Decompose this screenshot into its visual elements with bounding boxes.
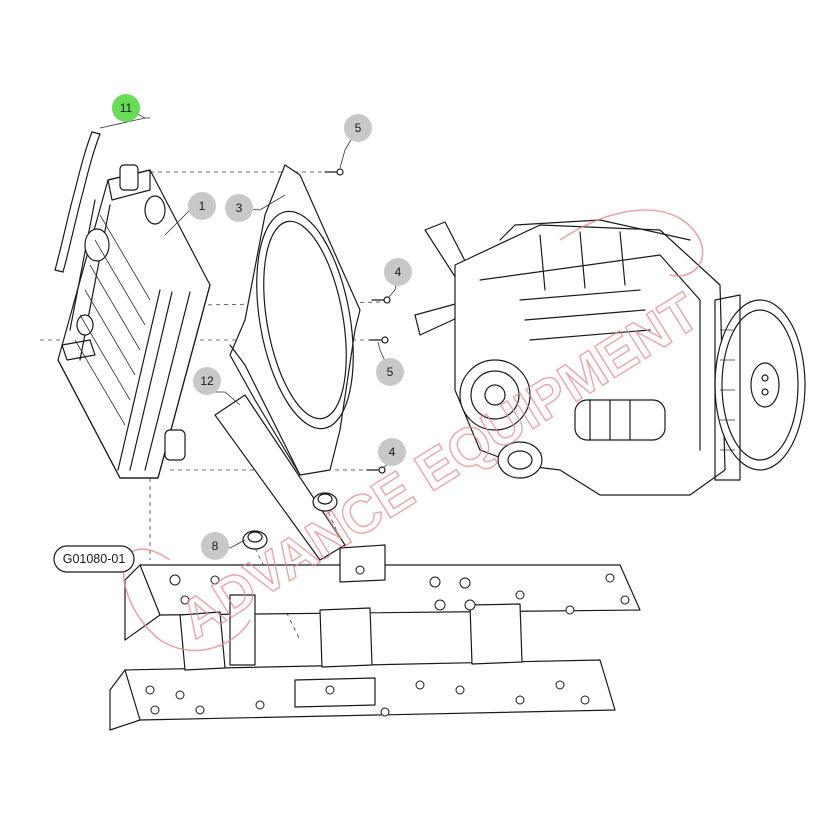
callout-4-lower-label: 4 — [389, 445, 396, 459]
callout-3-bubble — [225, 194, 253, 222]
callout-8-label: 8 — [212, 539, 219, 553]
callout-11: 11 — [112, 94, 140, 122]
callout-12-bubble — [193, 367, 221, 395]
callout-5-top-label: 5 — [355, 121, 362, 135]
callouts: 11 5 1 3 4 5 12 4 — [112, 94, 412, 560]
callout-8-bubble — [201, 532, 229, 560]
engine-assembly — [414, 219, 806, 496]
callout-12: 12 — [193, 367, 221, 395]
callout-5-middle-bubble — [376, 358, 404, 386]
callout-5-top: 5 — [344, 114, 372, 142]
callout-1: 1 — [188, 192, 216, 220]
callout-5-top-bubble — [344, 114, 372, 142]
bolts — [324, 168, 391, 474]
callout-1-label: 1 — [199, 199, 206, 213]
mounts-part-8 — [242, 492, 338, 550]
callout-11-bubble — [112, 94, 140, 122]
reference-code-label: G01080-01 — [63, 552, 126, 566]
fan-shroud-part-3 — [229, 164, 361, 476]
callout-4-upper: 4 — [384, 258, 412, 286]
callout-4-lower: 4 — [378, 438, 406, 466]
callout-4-lower-bubble — [378, 438, 406, 466]
chassis-frame — [109, 544, 641, 731]
plate-part-12 — [214, 394, 346, 561]
reference-code-frame — [53, 545, 135, 573]
callout-11-label: 11 — [120, 101, 133, 115]
reference-code-box: G01080-01 — [53, 545, 135, 573]
radiator-part-1 — [57, 164, 211, 479]
callout-1-bubble — [188, 192, 216, 220]
hose-part-11 — [54, 131, 101, 273]
callout-3: 3 — [225, 194, 253, 222]
callout-3-label: 3 — [236, 201, 243, 215]
callout-12-label: 12 — [200, 374, 214, 388]
callout-5-middle-label: 5 — [387, 365, 394, 379]
callout-5-middle: 5 — [376, 358, 404, 386]
callout-4-upper-bubble — [384, 258, 412, 286]
callout-8: 8 — [201, 532, 229, 560]
callout-4-upper-label: 4 — [395, 265, 402, 279]
